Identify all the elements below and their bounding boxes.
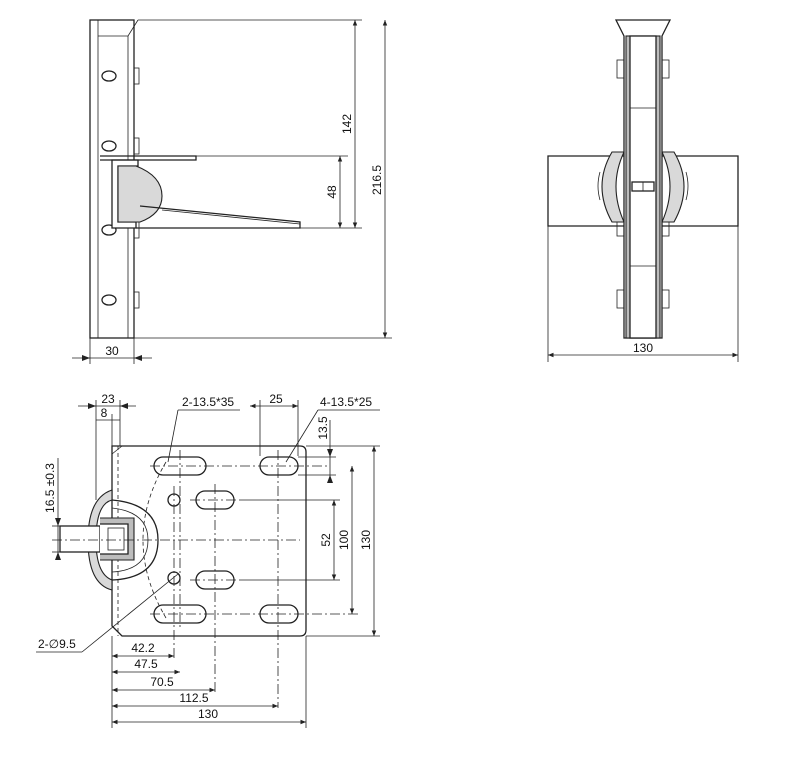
plan-post-stub — [59, 525, 101, 553]
dim-30: 30 — [105, 344, 119, 358]
side-arm — [136, 205, 301, 229]
dim-slots-large: 2-13.5*35 — [182, 395, 234, 409]
dim-slots-small: 4-13.5*25 — [320, 395, 372, 409]
dim-142: 142 — [340, 114, 354, 134]
dim-112-5: 112.5 — [179, 691, 208, 705]
plan-view: 23 8 2-13.5*35 25 4-13.5*25 13.5 16.5 ±0… — [36, 392, 380, 728]
side-slot-2 — [101, 140, 117, 152]
dim-13-5: 13.5 — [316, 416, 330, 440]
dim-52: 52 — [319, 533, 333, 547]
side-slot-1 — [101, 70, 117, 82]
dim-8: 8 — [101, 406, 108, 420]
side-view: 142 216.5 48 30 — [72, 19, 392, 364]
front-view: 130 — [547, 19, 739, 362]
dim-23: 23 — [101, 392, 115, 406]
dim-holes: 2-∅9.5 — [38, 637, 76, 651]
plan-clamp-shell — [87, 489, 113, 591]
dim-front-130: 130 — [633, 341, 653, 355]
dim-70-5: 70.5 — [150, 675, 174, 689]
dim-16-5: 16.5 ±0.3 — [43, 463, 57, 513]
dim-25: 25 — [269, 392, 283, 406]
side-slot-3 — [101, 224, 117, 236]
dim-42-2: 42.2 — [131, 641, 155, 655]
side-clamp-shell — [117, 165, 163, 223]
dim-48: 48 — [325, 185, 339, 199]
dim-216-5: 216.5 — [370, 165, 384, 195]
dim-47-5: 47.5 — [134, 657, 158, 671]
side-slot-4 — [101, 294, 117, 306]
dim-130-vert: 130 — [359, 530, 373, 550]
dim-100: 100 — [337, 530, 351, 550]
dim-130-horiz: 130 — [198, 707, 218, 721]
